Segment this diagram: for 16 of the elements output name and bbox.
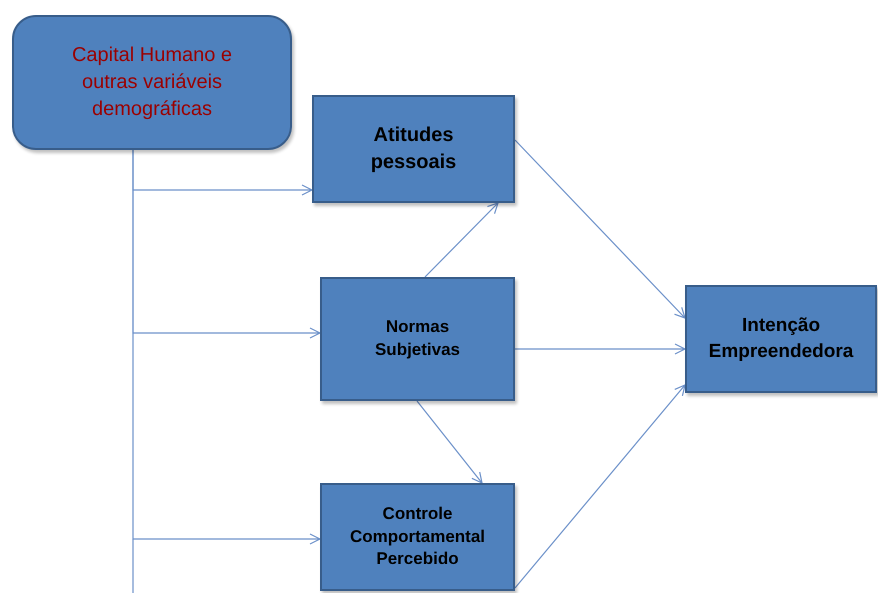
arrow	[514, 384, 686, 588]
process-box	[320, 277, 515, 401]
node-label: Capital Humano e outras variáveis demográficas	[70, 43, 234, 122]
node-label: Controle Comportamental Percebido	[348, 502, 486, 570]
rounded-box	[12, 15, 292, 150]
arrow	[132, 150, 321, 545]
node-label: Intenção Empreendedora	[708, 314, 854, 364]
arrow	[424, 202, 499, 278]
node-label: Normas Subjetivas	[374, 316, 462, 361]
process-box	[312, 95, 515, 203]
process-box	[320, 483, 515, 591]
process-box	[685, 285, 877, 393]
arrow	[514, 140, 686, 319]
arrow	[416, 400, 483, 484]
arrow	[515, 343, 686, 355]
node-label: Atitudes pessoais	[370, 123, 458, 175]
